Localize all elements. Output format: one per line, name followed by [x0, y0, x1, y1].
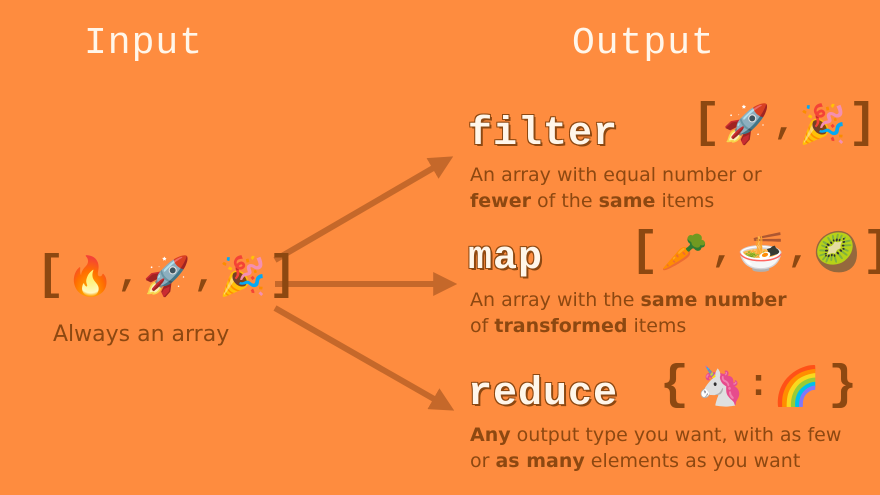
close-bracket: ] — [268, 249, 298, 303]
comma: , — [711, 230, 734, 273]
rainbow-icon: 🌈 — [772, 364, 821, 408]
rocket-icon: 🚀 — [142, 254, 191, 298]
filter-label: filter — [468, 112, 619, 157]
reduce-object: { 🦄 : 🌈 } — [660, 362, 857, 410]
open-bracket: [ — [692, 97, 721, 151]
filter-array: [ 🚀 , 🎉 ] — [692, 100, 877, 148]
open-bracket: [ — [630, 225, 659, 279]
input-array: [ 🔥 , 🚀 , 🎉 ] — [36, 252, 297, 300]
reduce-label: reduce — [468, 372, 619, 417]
input-heading: Input — [84, 22, 204, 65]
map-caption-line1: An array with the same number — [470, 289, 787, 311]
map-array: [ 🥕 , 🍜 , 🥝 ] — [630, 228, 880, 276]
fire-icon: 🔥 — [66, 254, 115, 298]
filter-caption: An array with equal number or fewer of t… — [470, 162, 762, 214]
open-brace: { — [660, 359, 689, 413]
comma: , — [117, 254, 140, 297]
rocket-icon: 🚀 — [722, 102, 771, 146]
close-bracket: ] — [848, 97, 878, 151]
map-label: map — [468, 236, 544, 281]
reduce-caption-line1: Any output type you want, with as few — [470, 424, 842, 446]
reduce-caption-line2: or as many elements as you want — [470, 450, 801, 472]
close-bracket: ] — [862, 228, 880, 276]
party-popper-icon: 🎉 — [219, 254, 267, 298]
output-heading: Output — [572, 22, 715, 65]
unicorn-icon: 🦄 — [696, 364, 745, 408]
party-popper-icon: 🎉 — [798, 102, 847, 146]
colon: : — [747, 364, 770, 407]
noodle-bowl-icon: 🍜 — [736, 230, 785, 274]
filter-caption-line1: An array with equal number or — [470, 164, 762, 186]
map-caption-line2: of transformed items — [470, 315, 687, 337]
carrot-icon: 🥕 — [660, 230, 709, 274]
reduce-caption: Any output type you want, with as few or… — [470, 422, 841, 474]
arrow-to-filter — [273, 156, 454, 263]
filter-caption-line2: fewer of the same items — [470, 190, 715, 212]
open-bracket: [ — [36, 249, 65, 303]
map-caption: An array with the same number of transfo… — [470, 287, 787, 339]
close-brace: } — [828, 359, 858, 413]
kiwi-icon: 🥝 — [813, 230, 861, 274]
comma: , — [193, 254, 217, 297]
comma: , — [773, 102, 796, 145]
comma: , — [787, 230, 811, 273]
arrow-to-reduce — [273, 305, 455, 411]
input-caption: Always an array — [53, 322, 230, 347]
